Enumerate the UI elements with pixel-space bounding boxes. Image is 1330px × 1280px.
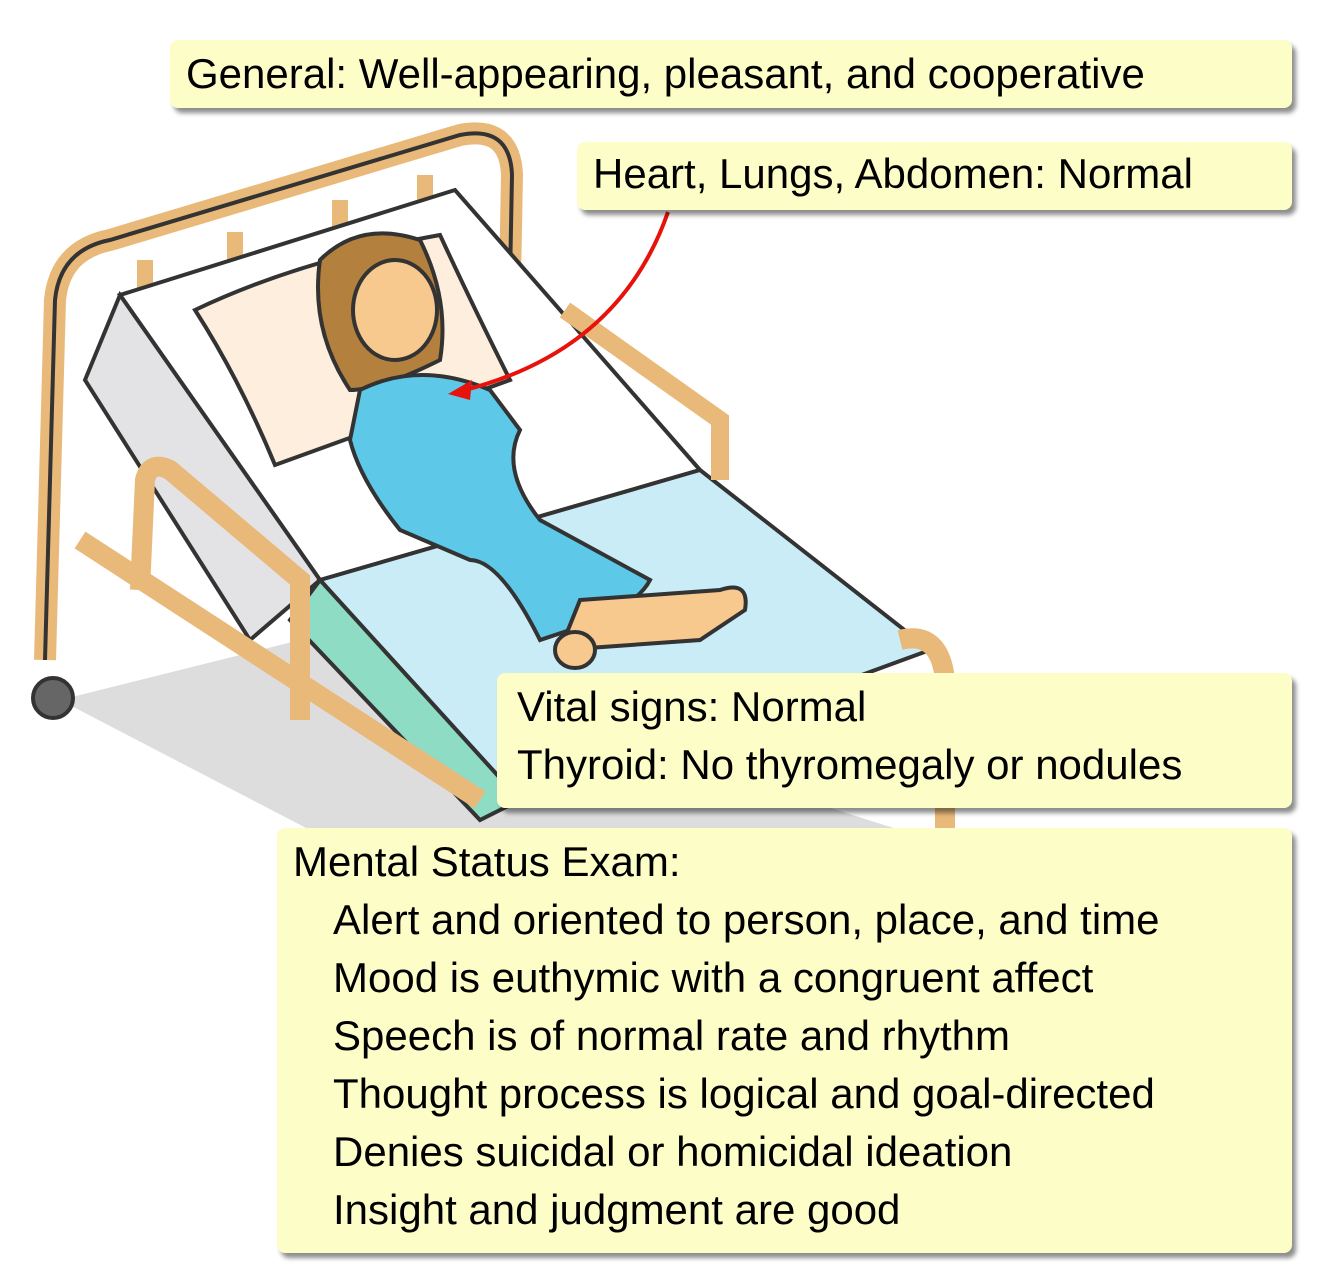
general-callout: General: Well-appearing, pleasant, and c… <box>170 40 1292 108</box>
vitals-thyroid-callout: Vital signs: Normal Thyroid: No thyromeg… <box>497 673 1292 808</box>
mental-status-callout: Mental Status Exam: Alert and oriented t… <box>277 828 1292 1253</box>
mse-item: Thought process is logical and goal-dire… <box>333 1070 1155 1117</box>
headboard <box>34 122 524 661</box>
heart-lungs-callout: Heart, Lungs, Abdomen: Normal <box>577 142 1292 210</box>
general-text: General: Well-appearing, pleasant, and c… <box>186 50 1145 97</box>
mse-item: Mood is euthymic with a congruent affect <box>333 954 1094 1001</box>
mse-title: Mental Status Exam: <box>293 838 681 885</box>
patient <box>316 231 748 670</box>
mse-item: Denies suicidal or homicidal ideation <box>333 1128 1013 1175</box>
mse-item: Insight and judgment are good <box>333 1186 901 1233</box>
mse-item: Alert and oriented to person, place, and… <box>333 896 1160 943</box>
arrow-to-chest <box>448 211 670 400</box>
wheel <box>31 676 75 720</box>
mse-item: Speech is of normal rate and rhythm <box>333 1012 1011 1059</box>
heart-lungs-text: Heart, Lungs, Abdomen: Normal <box>593 150 1193 197</box>
thyroid-text: Thyroid: No thyromegaly or nodules <box>517 741 1183 788</box>
vitals-text: Vital signs: Normal <box>517 683 867 730</box>
